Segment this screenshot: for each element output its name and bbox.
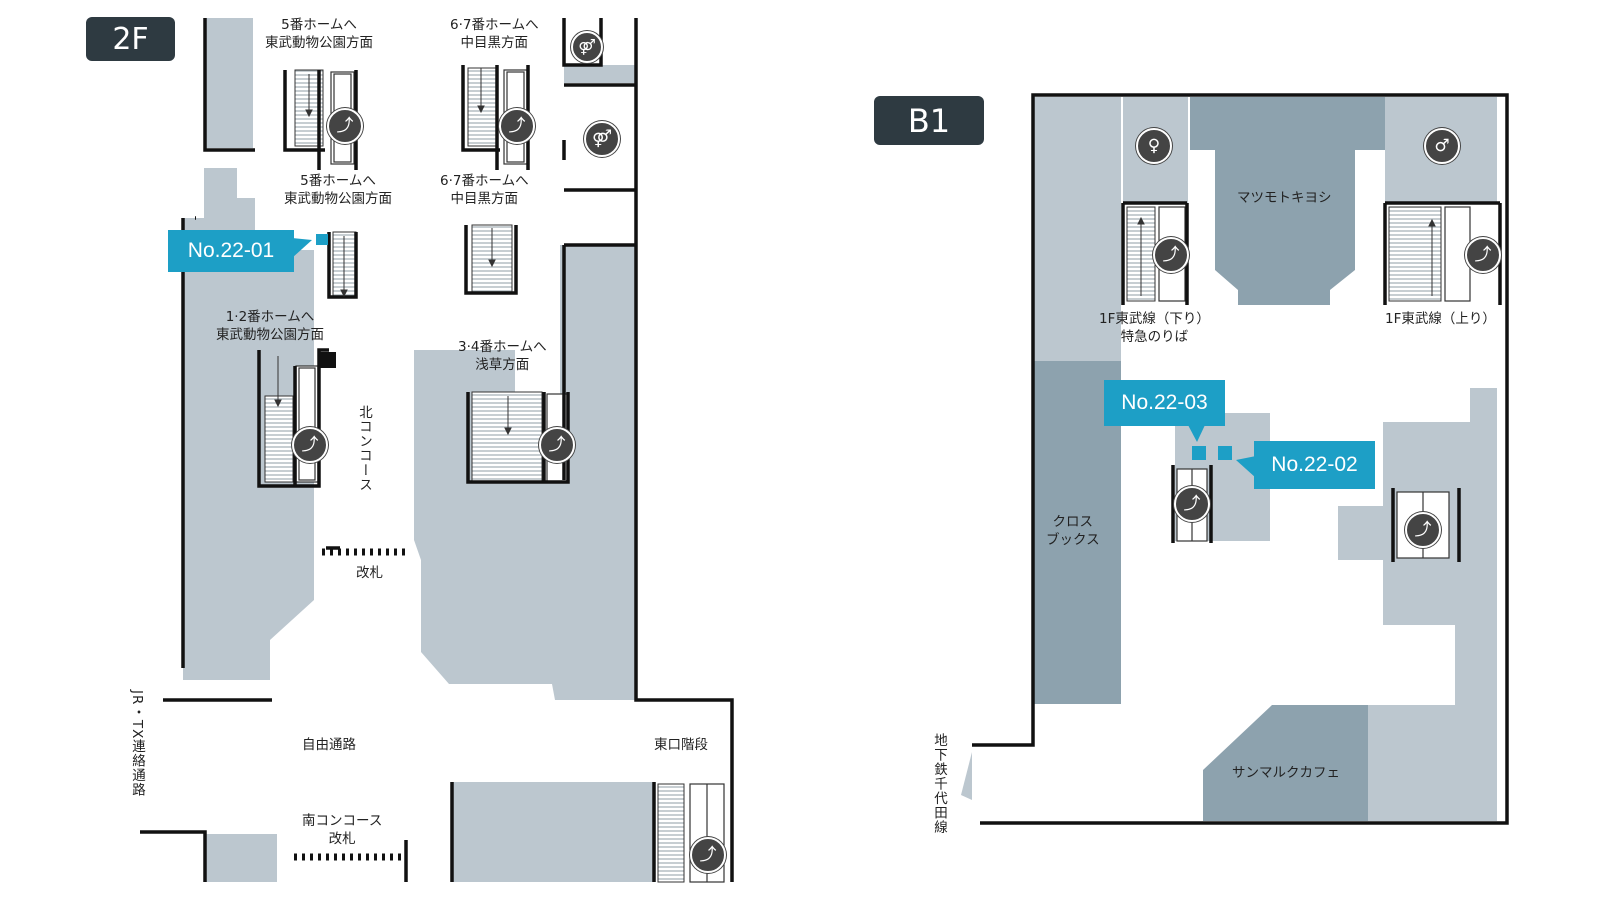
label-platform5-mid: 5番ホームへ 東武動物公園方面 xyxy=(284,173,392,207)
escalator-icon[interactable]: ⤴ xyxy=(327,108,363,144)
floor-2f-areas xyxy=(183,18,654,882)
label-platform67-top: 6·7番ホームへ 中目黒方面 xyxy=(450,17,539,51)
floor-b1-arrows xyxy=(1137,216,1436,296)
callout-pointer-01 xyxy=(292,238,312,258)
label-east-stairs: 東口階段 xyxy=(654,737,708,753)
label-tobu-down-express: 1F東武線（下り） 特急のりば xyxy=(1099,311,1210,345)
camera-marker-01 xyxy=(316,234,328,245)
label-platform5-top: 5番ホームへ 東武動物公園方面 xyxy=(265,17,373,51)
floor-tag-2f[interactable]: 2F xyxy=(86,17,175,61)
escalator-icon[interactable]: ⤴ xyxy=(499,108,535,144)
camera-marker-02 xyxy=(1218,446,1232,460)
floor-2f-arrows xyxy=(274,68,512,436)
label-saint-marc-cafe: サンマルクカフェ xyxy=(1232,765,1340,781)
floor-b1-walls xyxy=(972,93,1509,825)
label-subway-chiyoda-line: 地下鉄千代田線 xyxy=(931,733,947,835)
restroom-icon[interactable]: ⚤ xyxy=(571,31,603,63)
callout-pointer-03 xyxy=(1188,425,1205,442)
label-tobu-up: 1F東武線（上り） xyxy=(1385,311,1496,327)
escalator-icon[interactable]: ⤴ xyxy=(690,837,726,873)
floor-2f-walls xyxy=(140,18,734,882)
label-jr-tx-passage: JR・TX連絡通路 xyxy=(129,690,145,798)
floor-b1-dark-areas xyxy=(1033,97,1385,821)
label-platform67-mid: 6·7番ホームへ 中目黒方面 xyxy=(440,173,529,207)
escalator-icon[interactable]: ⤴ xyxy=(1153,237,1189,273)
camera-marker-03 xyxy=(1192,446,1206,460)
floor-2f-map xyxy=(140,18,734,883)
label-platform12: 1·2番ホームへ 東武動物公園方面 xyxy=(216,309,324,343)
floor-b1-map xyxy=(961,93,1509,825)
escalator-icon[interactable]: ⤴ xyxy=(1465,237,1501,273)
camera-callout-no22-03[interactable]: No.22-03 xyxy=(1104,380,1225,426)
ticket-gates-2f xyxy=(294,548,406,861)
label-matsumoto-kiyoshi: マツモトキヨシ xyxy=(1237,190,1332,206)
camera-callout-no22-02[interactable]: No.22-02 xyxy=(1254,441,1375,489)
camera-callout-no22-01[interactable]: No.22-01 xyxy=(168,230,294,272)
escalator-icon[interactable]: ⤴ xyxy=(1174,486,1210,522)
escalator-icon[interactable]: ⤴ xyxy=(1405,512,1441,548)
label-free-passage: 自由通路 xyxy=(302,737,356,753)
label-north-concourse: 北コンコース xyxy=(356,405,372,492)
escalator-icon[interactable]: ⤴ xyxy=(292,427,328,463)
escalator-icon[interactable]: ⤴ xyxy=(539,427,575,463)
mens-restroom-icon[interactable]: ♂ xyxy=(1424,128,1460,164)
floor-tag-b1[interactable]: B1 xyxy=(874,96,984,145)
label-south-concourse-gate: 南コンコース 改札 xyxy=(302,813,383,847)
label-cross-books: クロス ブックス xyxy=(1046,514,1100,548)
restroom-icon[interactable]: ⚤ xyxy=(584,121,620,157)
floor-2f-stairs xyxy=(264,67,685,883)
callout-pointer-02 xyxy=(1236,456,1256,478)
black-marker xyxy=(320,352,336,368)
label-platform34: 3·4番ホームへ 浅草方面 xyxy=(458,339,547,373)
womens-restroom-icon[interactable]: ♀ xyxy=(1136,128,1172,164)
label-ticket-gate-north: 改札 xyxy=(356,565,383,581)
